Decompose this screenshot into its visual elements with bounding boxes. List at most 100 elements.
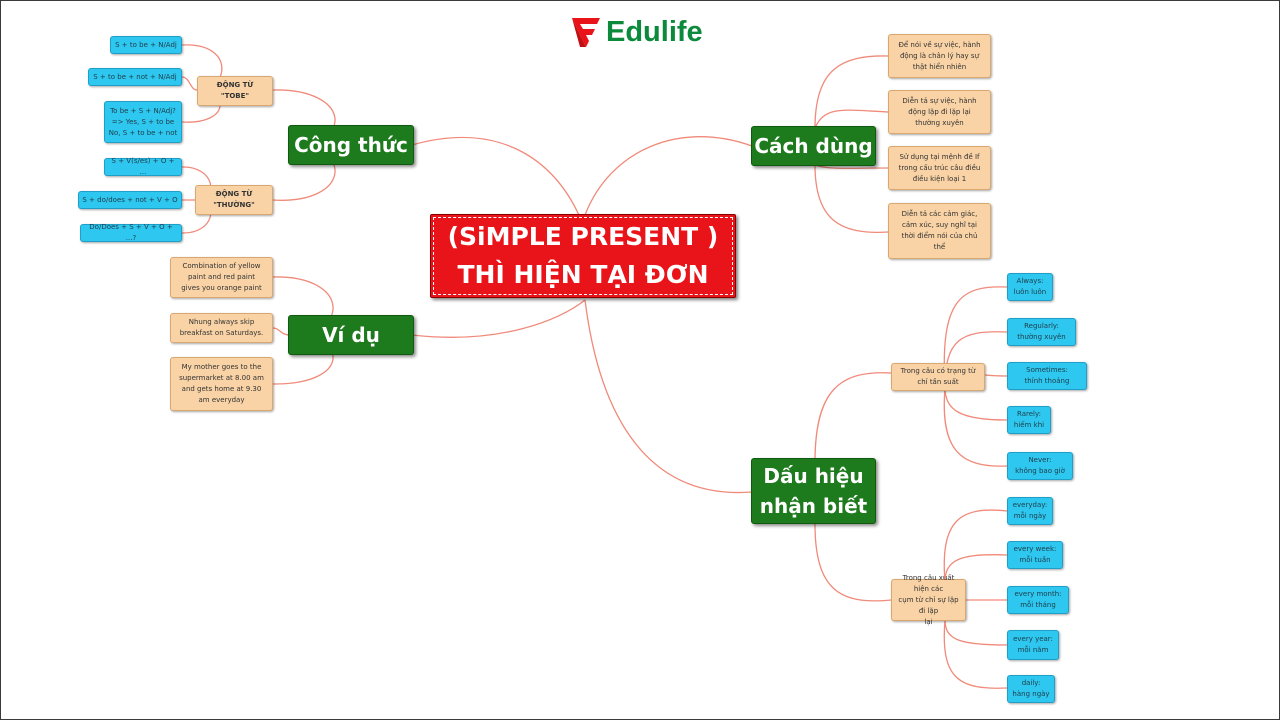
example-3: My mother goes to the supermarket at 8.0…: [170, 357, 273, 411]
keyword-text: every month:: [1014, 590, 1062, 598]
usage-text: trong cấu trúc câu điều: [898, 163, 981, 172]
link-trangtu-1: [943, 286, 1008, 389]
keyword-text: everyday:: [1012, 501, 1048, 509]
subtopic-label: ĐỘNG TỪ: [216, 81, 254, 89]
example-1: Combination of yellow paint and red pain…: [170, 257, 273, 298]
subtopic-label: Trong câu xuất hiện các: [902, 573, 955, 593]
usage-text: Để nói về sự việc, hành: [898, 40, 981, 49]
formula-tobe-negative: S + to be + not + N/Adj: [88, 68, 182, 86]
formula-thuong-question: Do/Does + S + V + O + ...?: [80, 223, 182, 242]
keyword-text: every week:: [1013, 545, 1057, 553]
keyword-text: thường xuyên: [1017, 333, 1066, 341]
subtopic-label: ĐỘNG TỪ: [215, 190, 253, 198]
formula-text: S + do/does + not + V + O: [82, 195, 178, 204]
usage-text: Diễn tả các cảm giác,: [901, 210, 978, 218]
keyword-text: Never:: [1028, 456, 1052, 464]
usage-text: Diễn tả sự việc, hành: [902, 96, 977, 105]
keyword-text: luôn luôn: [1013, 288, 1047, 296]
adverb-regularly: Regularly: thường xuyên: [1007, 318, 1076, 346]
link-dauhieu-trangtu: [814, 372, 892, 463]
edulife-flag-logo-icon: [572, 18, 600, 47]
link-center-cachdung: [584, 136, 753, 216]
branch-vi-du: Ví dụ: [288, 315, 414, 355]
usage-text: động lặp đi lặp lại: [908, 107, 971, 116]
subtopic-cum-tu-lap-lai: Trong câu xuất hiện các cụm từ chỉ sự lặ…: [891, 574, 966, 626]
adverb-never: Never: không bao giờ: [1007, 452, 1073, 480]
example-text: and gets home at 9.30: [181, 385, 262, 393]
keyword-text: hiếm khi: [1013, 421, 1045, 429]
link-center-congthuc: [411, 136, 586, 231]
branch-cach-dung-label: Cách dùng: [754, 134, 873, 158]
keyword-text: mỗi ngày: [1013, 512, 1047, 520]
link-cumtu-1: [943, 509, 1008, 583]
branch-cong-thuc-label: Công thức: [294, 133, 408, 157]
example-text: am everyday: [198, 396, 245, 404]
subtopic-dong-tu-thuong: ĐỘNG TỪ "THƯỜNG": [195, 185, 273, 215]
link-cumtu-4: [944, 619, 1008, 646]
link-center-dauhieu: [584, 299, 753, 494]
keyword-text: Regularly:: [1024, 322, 1059, 330]
usage-3: Sử dụng tại mệnh đề If trong cấu trúc câ…: [888, 146, 991, 190]
usage-text: điều kiện loại 1: [912, 174, 967, 183]
formula-text: No, S + to be + not: [108, 128, 178, 137]
link-cachdung-2: [814, 109, 889, 129]
keyword-text: Rarely:: [1017, 410, 1041, 418]
link-cachdung-1: [814, 55, 889, 129]
formula-text: To be + S + N/Adj?: [110, 106, 176, 115]
link-trangtu-4: [944, 387, 1008, 421]
link-dauhieu-cumtu: [814, 523, 892, 602]
formula-text: S + to be + not + N/Adj: [93, 72, 177, 81]
usage-text: thời điểm nói của chủ: [901, 232, 978, 240]
phrase-everyday: everyday: mỗi ngày: [1007, 497, 1053, 525]
link-tobe-2: [181, 76, 198, 91]
central-topic-line1: (SiMPLE PRESENT ): [447, 222, 719, 251]
subtopic-label: "THƯỜNG": [213, 201, 255, 209]
formula-thuong-negative: S + do/does + not + V + O: [78, 191, 182, 209]
keyword-text: Sometimes:: [1026, 366, 1068, 374]
formula-text: S + to be + N/Adj: [115, 40, 177, 49]
edulife-logo: Edulife: [570, 15, 703, 49]
adverb-always: Always: luôn luôn: [1007, 273, 1053, 301]
usage-text: động là chân lý hay sự: [899, 51, 980, 60]
subtopic-label: lại: [924, 617, 933, 626]
branch-dau-hieu: Dấu hiệu nhận biết: [751, 458, 876, 524]
example-text: Combination of yellow: [182, 262, 261, 270]
keyword-text: every year:: [1013, 635, 1053, 643]
link-trangtu-3: [984, 374, 1008, 377]
link-cumtu-5: [943, 619, 1008, 689]
branch-vi-du-label: Ví dụ: [322, 323, 380, 347]
example-text: gives you orange paint: [181, 284, 262, 292]
formula-text: => Yes, S + to be: [111, 117, 175, 126]
subtopic-label: cụm từ chỉ sự lặp đi lặp: [898, 595, 959, 615]
usage-text: Sử dụng tại mệnh đề If: [899, 152, 980, 161]
usage-text: cảm xúc, suy nghĩ tại: [902, 221, 977, 229]
branch-cong-thuc: Công thức: [288, 125, 414, 165]
adverb-sometimes: Sometimes: thỉnh thoảng: [1007, 362, 1087, 390]
keyword-text: thỉnh thoảng: [1024, 377, 1070, 385]
usage-text: thể: [933, 243, 946, 251]
phrase-every-week: every week: mỗi tuần: [1007, 541, 1063, 569]
link-cachdung-3: [814, 164, 889, 170]
link-center-vidu: [411, 299, 586, 338]
keyword-text: mỗi tuần: [1019, 556, 1051, 564]
example-text: Nhung always skip: [188, 318, 255, 326]
keyword-text: hàng ngày: [1012, 690, 1050, 698]
example-text: My mother goes to the: [181, 363, 262, 371]
example-2: Nhung always skip breakfast on Saturdays…: [170, 313, 273, 343]
adverb-rarely: Rarely: hiếm khi: [1007, 406, 1051, 434]
formula-thuong-affirmative: S + V(s/es) + O + ...: [104, 157, 182, 176]
subtopic-dong-tu-tobe: ĐỘNG TỪ "TOBE": [197, 76, 273, 106]
subtopic-trang-tu-tan-suat: Trong câu có trạng từ chỉ tần suất: [891, 363, 985, 391]
usage-1: Để nói về sự việc, hành động là chân lý …: [888, 34, 991, 78]
central-topic: (SiMPLE PRESENT ) THÌ HIỆN TẠI ĐƠN: [430, 214, 736, 298]
usage-text: thật hiển nhiên: [912, 62, 967, 71]
link-cachdung-4: [814, 164, 889, 234]
keyword-text: Always:: [1016, 277, 1044, 285]
central-topic-line2: THÌ HIỆN TẠI ĐƠN: [457, 260, 709, 289]
example-text: paint and red paint: [187, 273, 256, 281]
usage-2: Diễn tả sự việc, hành động lặp đi lặp lạ…: [888, 90, 991, 134]
example-text: breakfast on Saturdays.: [179, 329, 264, 337]
keyword-text: daily:: [1021, 679, 1041, 687]
phrase-every-year: every year: mỗi năm: [1007, 630, 1059, 660]
branch-dau-hieu-line1: Dấu hiệu: [763, 464, 864, 488]
